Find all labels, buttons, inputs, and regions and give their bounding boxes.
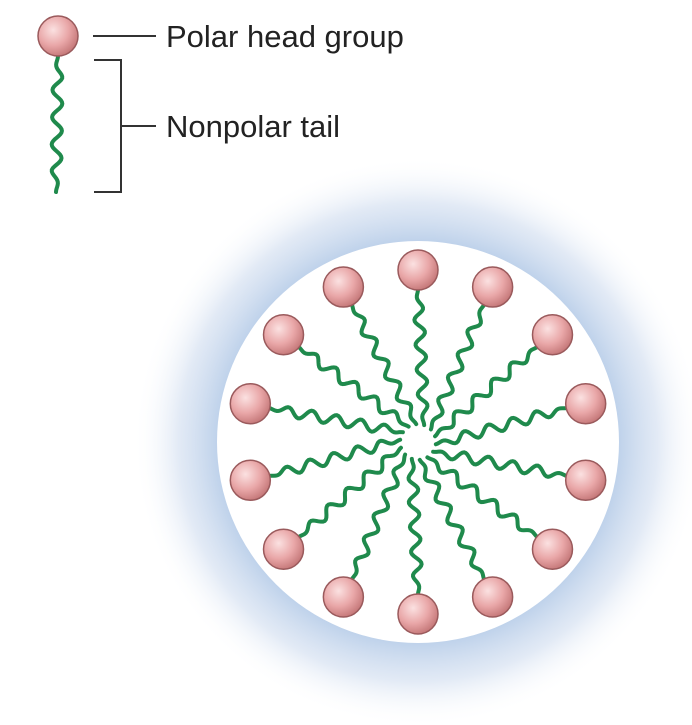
nonpolar-tail — [433, 405, 570, 447]
nonpolar-tail — [296, 445, 403, 540]
nonpolar-tail — [431, 449, 570, 479]
polar-head — [322, 576, 365, 618]
micelle-molecules — [229, 249, 607, 635]
polar-head — [397, 593, 439, 635]
nonpolar-tail — [266, 437, 403, 479]
polar-head — [229, 382, 272, 425]
polar-head — [262, 528, 305, 570]
polar-head — [531, 528, 574, 570]
polar-head-label: Polar head group — [166, 19, 404, 54]
polar-head — [564, 382, 607, 425]
polar-head — [397, 249, 439, 291]
polar-head — [471, 266, 514, 308]
polar-head — [322, 266, 365, 308]
legend-tail — [49, 54, 65, 194]
nonpolar-tail — [425, 455, 540, 540]
polar-head — [564, 459, 607, 502]
polar-head — [229, 459, 272, 502]
nonpolar-tail — [406, 456, 424, 597]
micelle-boundary — [217, 241, 619, 643]
legend-polar-head — [37, 15, 79, 57]
nonpolar-tail — [296, 344, 411, 429]
micelle — [133, 157, 692, 725]
tail-bracket — [94, 59, 156, 193]
nonpolar-tail — [433, 344, 540, 439]
legend: Polar head group Nonpolar tail — [37, 15, 404, 194]
polar-head — [471, 576, 514, 618]
nonpolar-tail — [412, 287, 430, 428]
nonpolar-tail — [417, 457, 487, 582]
nonpolar-tail-label: Nonpolar tail — [166, 109, 340, 144]
polar-head — [262, 314, 305, 356]
polar-head — [531, 314, 574, 356]
nonpolar-tail — [428, 302, 487, 432]
nonpolar-tail — [266, 405, 405, 435]
nonpolar-tail — [349, 302, 419, 427]
nonpolar-tail — [349, 452, 408, 582]
